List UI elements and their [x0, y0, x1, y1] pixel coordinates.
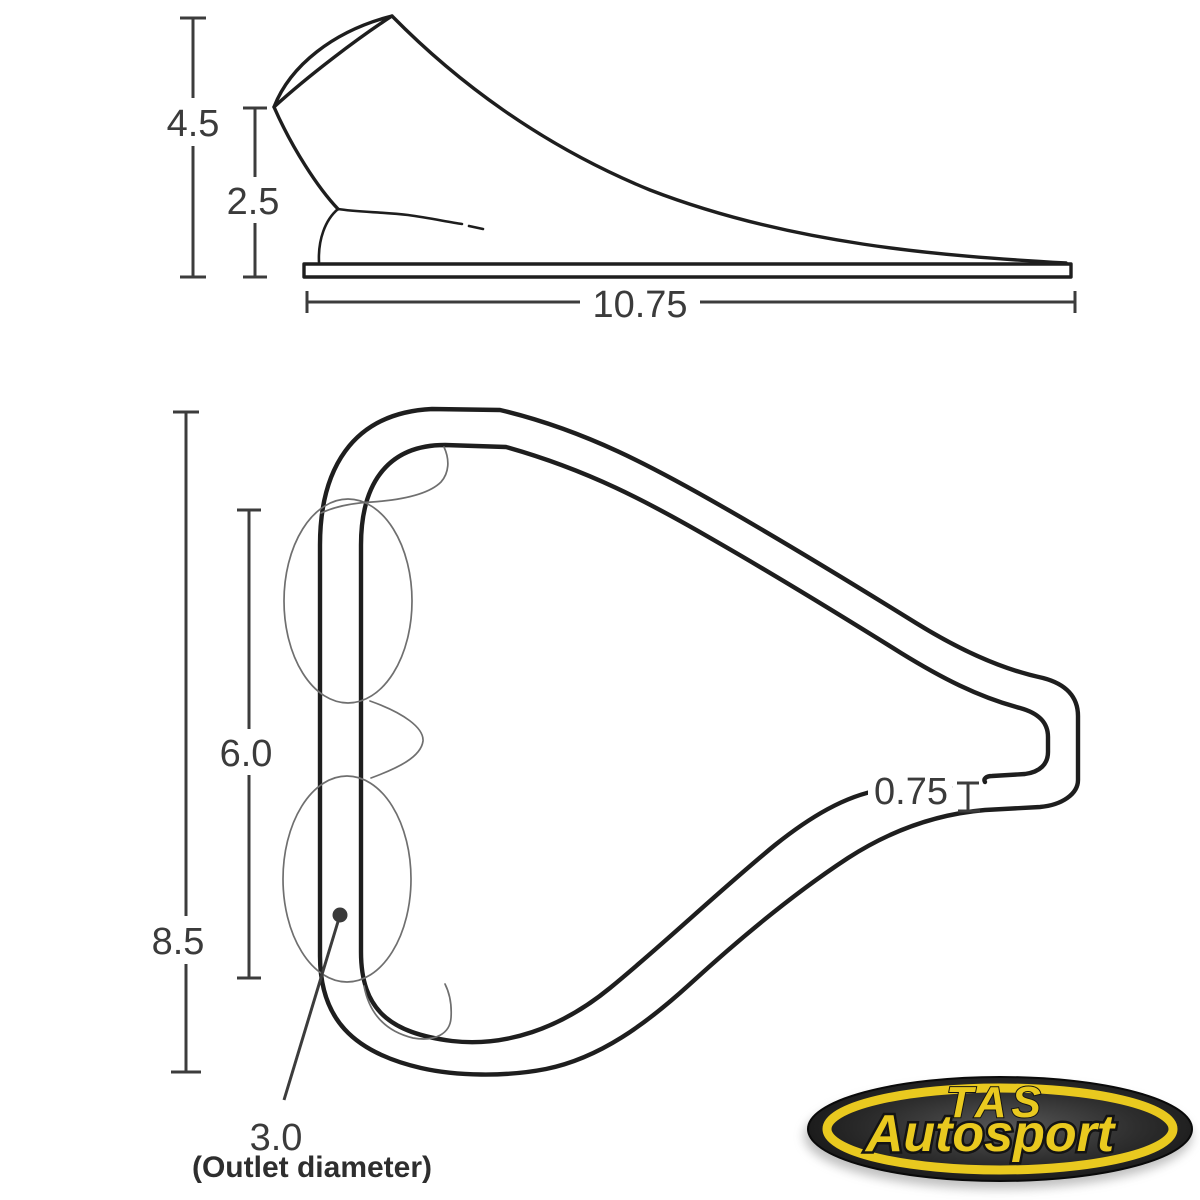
logo-ring: [822, 1083, 1178, 1175]
dim-text-mouth-height: 2.5: [227, 181, 280, 223]
side-bump-front: [317, 207, 340, 264]
dimension-labels: 4.5 2.5 10.75 8.5 6.0 0.75 3.0 (Outlet d…: [145, 98, 952, 1184]
label-bg: [221, 177, 285, 223]
label-tail-gap: 0.75: [868, 768, 952, 813]
side-inlet-rim: [272, 14, 394, 109]
outlet-note-text: (Outlet diameter): [192, 1151, 432, 1184]
plan-outlet-ellipse-upper: [283, 498, 413, 704]
plan-view: [171, 406, 1081, 1101]
logo-text-line2: Autosport: [864, 1105, 1117, 1163]
dim-text-overall-length: 8.5: [152, 921, 205, 963]
label-bg: [213, 729, 279, 775]
outlet-leader-dot: [332, 907, 348, 923]
side-top-sweep: [390, 14, 1068, 265]
plan-outlet-ellipse-lower: [282, 775, 412, 983]
label-bg: [145, 916, 211, 964]
label-bg: [158, 98, 228, 146]
plan-inner-outline: [358, 442, 1051, 1045]
side-bump-top-dash: [467, 224, 485, 231]
dim-text-outlet-diameter: 3.0: [250, 1117, 303, 1159]
dim-marker-tail-gap: [957, 781, 980, 813]
label-overall-length: 8.5: [145, 916, 211, 964]
dim-text-base-length: 10.75: [592, 284, 687, 326]
label-bg: [580, 281, 700, 325]
side-base-plate: [302, 262, 1073, 279]
outlet-leader-line: [282, 914, 342, 1101]
side-front-edge: [272, 105, 340, 211]
logo-text-line1: TAS: [946, 1078, 1046, 1127]
plan-top-lip-curve: [320, 446, 449, 514]
dim-line-overall-height: [180, 16, 206, 279]
side-bump-top: [336, 207, 464, 226]
label-base-length: 10.75: [580, 281, 700, 326]
plan-outer-outline: [317, 406, 1081, 1077]
logo-oval: [807, 1076, 1193, 1182]
label-overall-height: 4.5: [158, 98, 228, 146]
dim-text-outlet-span: 6.0: [220, 733, 273, 775]
tas-autosport-logo: TAS Autosport: [804, 1076, 1193, 1189]
label-mouth-height: 2.5: [221, 177, 285, 223]
side-view: [180, 14, 1077, 313]
label-bg: [868, 768, 952, 810]
dim-text-overall-height: 4.5: [167, 103, 220, 145]
dim-line-overall-length: [171, 410, 201, 1074]
label-outlet-span: 6.0: [213, 729, 279, 775]
plan-bottom-lip-curve: [363, 983, 453, 1040]
dim-text-tail-gap: 0.75: [874, 771, 948, 813]
plan-pinch-curve: [369, 700, 424, 779]
